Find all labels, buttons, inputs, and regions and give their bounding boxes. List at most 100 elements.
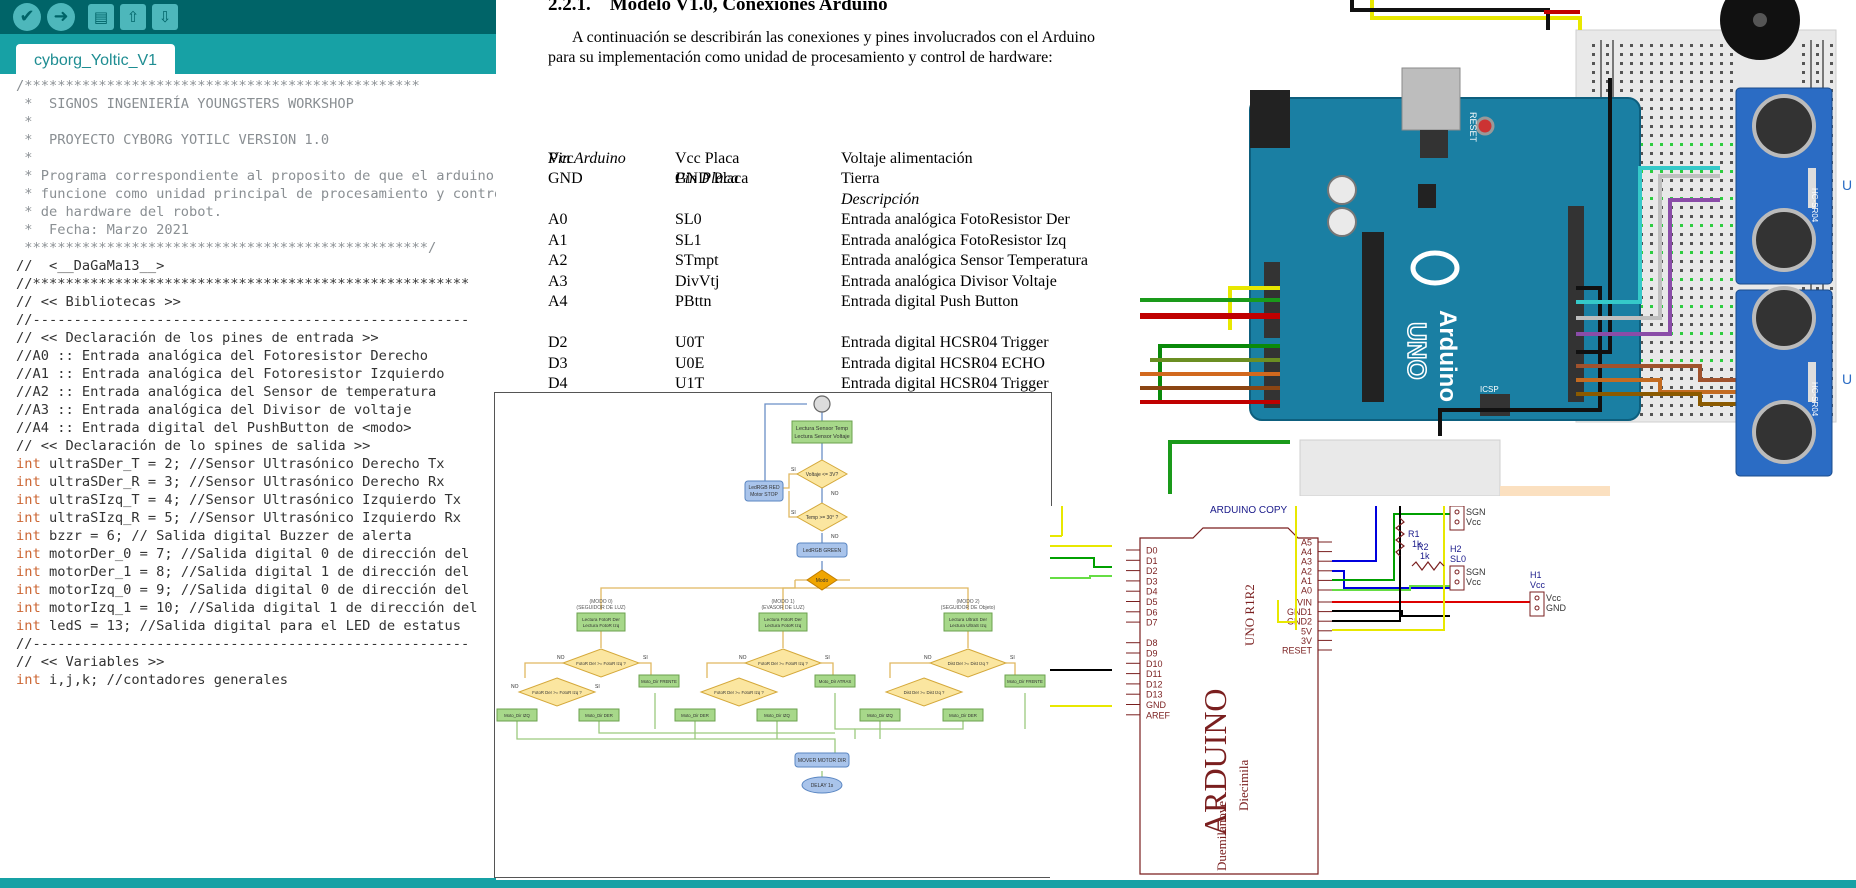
breadboard-hole: [1670, 107, 1673, 110]
breadboard-hole: [1670, 152, 1673, 155]
chip-pin-label: D1: [1146, 556, 1158, 566]
breadboard-hole: [1700, 242, 1703, 245]
breadboard-hole: [1670, 179, 1673, 182]
wire-gnd: [1438, 286, 1602, 436]
flow-node-mode0-b: [496, 708, 538, 722]
breadboard-hole: [1730, 215, 1733, 218]
flow-text: (SEGUIDOR DE LUZ): [576, 605, 626, 611]
breadboard-hole: [1620, 89, 1623, 92]
breadboard-hole: [1710, 251, 1713, 254]
breadboard-hole: [1680, 71, 1683, 74]
breadboard-hole: [1660, 404, 1663, 407]
breadboard-hole: [1650, 341, 1653, 344]
code-line: *: [16, 114, 33, 130]
breadboard-hole: [1640, 350, 1643, 353]
breadboard-hole: [1660, 107, 1663, 110]
breadboard-hole: [1690, 233, 1693, 236]
breadboard-hole: [1710, 44, 1713, 47]
flow-text: Moto_Dir DER: [585, 713, 613, 718]
breadboard-hole: [1730, 71, 1733, 74]
breadboard-hole: [1720, 179, 1723, 182]
chip-pin-label: A5: [1301, 538, 1312, 548]
flow-label: NO: [924, 655, 932, 661]
flow-text: Modo: [816, 578, 829, 584]
chip-pin-label: D2: [1146, 566, 1158, 576]
pin-table-cell: GND: [548, 170, 583, 187]
breadboard-hole: [1710, 179, 1713, 182]
breadboard-hole: [1670, 341, 1673, 344]
breadboard-hole: [1640, 404, 1643, 407]
breadboard-hole: [1816, 44, 1819, 47]
code-text: ultraSDer_R = 3; //Sensor Ultrasónico De…: [40, 474, 445, 490]
breadboard-hole: [1802, 62, 1805, 65]
breadboard-hole: [1690, 80, 1693, 83]
breadboard-hole: [1720, 152, 1723, 155]
chip-pin-label: GND: [1146, 700, 1167, 710]
code-line: int motorIzq_0 = 9; //Salida digital 0 d…: [16, 581, 496, 599]
breadboard-hole: [1730, 278, 1733, 281]
breadboard-hole: [1700, 107, 1703, 110]
breadboard-hole: [1690, 287, 1693, 290]
breadboard-hole: [1640, 89, 1643, 92]
verify-button[interactable]: ✔: [13, 3, 41, 31]
flow-node-mode0-read: [576, 612, 626, 632]
breadboard-hole: [1710, 386, 1713, 389]
breadboard-hole: [1670, 386, 1673, 389]
breadboard-hole: [1640, 98, 1643, 101]
breadboard-hole: [1710, 161, 1713, 164]
breadboard-hole: [1690, 323, 1693, 326]
breadboard-hole: [1690, 314, 1693, 317]
breadboard-hole: [1690, 134, 1693, 137]
chip-pin-label: D11: [1146, 669, 1162, 679]
breadboard-hole: [1670, 395, 1673, 398]
breadboard-hole: [1720, 341, 1723, 344]
breadboard-hole: [1630, 80, 1633, 83]
code-text: ultraSIzq_T = 4; //Sensor Ultrasónico Iz…: [40, 492, 462, 508]
intro-text: A continuación se describirán las conexi…: [548, 29, 1095, 66]
breadboard-hole: [1650, 314, 1653, 317]
breadboard-hole: [1710, 368, 1713, 371]
download-arrow-icon: ⇩: [158, 8, 172, 26]
sensor-label: HC-SR04: [1810, 188, 1819, 223]
breadboard-hole: [1730, 233, 1733, 236]
breadboard-hole: [1650, 71, 1653, 74]
breadboard-hole: [1720, 269, 1723, 272]
breadboard-hole: [1670, 71, 1673, 74]
flow-label: SI: [1010, 655, 1015, 661]
open-sketch-button[interactable]: ⇧: [120, 4, 146, 30]
flow-text: Dist Der >= Dist Izq ?: [948, 661, 989, 666]
breadboard-hole: [1720, 206, 1723, 209]
breadboard-hole: [1650, 206, 1653, 209]
code-text: motorDer_0 = 7; //Salida digital 0 de di…: [40, 546, 470, 562]
r1-val: 1k: [1412, 539, 1422, 549]
flow-text: Lectura FotoR Izq: [583, 623, 620, 628]
save-sketch-button[interactable]: ⇩: [152, 4, 178, 30]
breadboard-hole: [1660, 98, 1663, 101]
breadboard-hole: [1690, 224, 1693, 227]
atmega-chip: [1362, 232, 1384, 402]
code-keyword: int: [16, 600, 41, 616]
breadboard-hole: [1660, 368, 1663, 371]
upload-button[interactable]: ➜: [47, 3, 75, 31]
breadboard-hole: [1730, 368, 1733, 371]
code-line: int motorIzq_1 = 10; //Salida digital 1 …: [16, 599, 496, 617]
tab-sketch[interactable]: cyborg_Yoltic_V1: [16, 44, 176, 74]
new-sketch-button[interactable]: ▤: [88, 4, 114, 30]
reset-button[interactable]: [1475, 116, 1495, 136]
flow-text: Dist Der >= Dist Izq ?: [904, 690, 945, 695]
code-editor[interactable]: /***************************************…: [0, 74, 496, 888]
breadboard-hole: [1592, 71, 1595, 74]
schematic-wires: H4STemtVccSGNGNDH3SL1SGNVccH2SL0SGNVccH1…: [1277, 506, 1567, 631]
breadboard-hole: [1640, 80, 1643, 83]
breadboard-hole: [1592, 62, 1595, 65]
code-text: ledS = 13; //Salida digital para el LED …: [40, 618, 462, 634]
breadboard-hole: [1680, 296, 1683, 299]
flow-text: FotoR Der >= FotoR Izq ?: [532, 690, 582, 695]
flow-label: SI: [643, 655, 648, 661]
breadboard-hole: [1710, 206, 1713, 209]
code-text: motorDer_1 = 8; //Salida digital 1 de di…: [40, 564, 470, 580]
flow-text: Moto_Dir DER: [681, 713, 709, 718]
breadboard-hole: [1670, 116, 1673, 119]
